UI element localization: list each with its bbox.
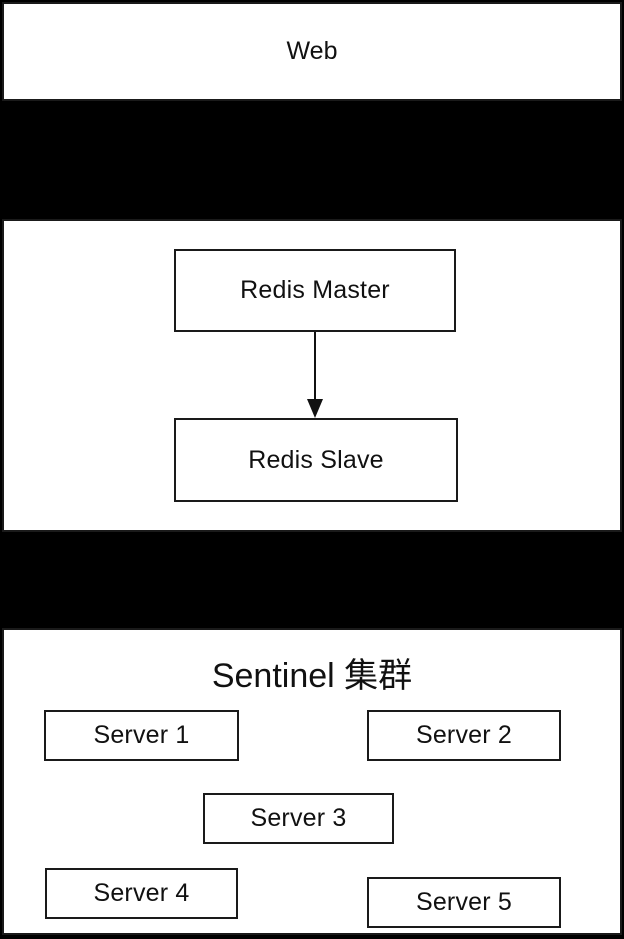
sentinel-cluster-panel: Sentinel 集群 Server 1 Server 2 Server 3 S… bbox=[2, 628, 622, 935]
sentinel-server-2-label: Server 2 bbox=[415, 721, 513, 749]
sentinel-server-5-label: Server 5 bbox=[415, 888, 513, 916]
redis-slave-node: Redis Slave bbox=[174, 418, 458, 502]
sentinel-server-3-label: Server 3 bbox=[250, 804, 347, 832]
sentinel-server-1-label: Server 1 bbox=[93, 721, 190, 749]
master-to-slave-arrow-head bbox=[307, 399, 323, 418]
redis-master-label: Redis Master bbox=[240, 276, 390, 304]
master-to-slave-arrow-line bbox=[314, 332, 316, 400]
sentinel-server-4-node: Server 4 bbox=[45, 868, 238, 919]
sentinel-server-3-node: Server 3 bbox=[203, 793, 394, 844]
web-tier-label: Web bbox=[286, 37, 338, 65]
sentinel-server-4-label: Server 4 bbox=[93, 879, 190, 907]
sentinel-server-1-node: Server 1 bbox=[44, 710, 239, 761]
sentinel-server-5-node: Server 5 bbox=[367, 877, 561, 928]
redis-slave-label: Redis Slave bbox=[248, 445, 384, 474]
redis-master-node: Redis Master bbox=[174, 249, 456, 332]
redis-tier-panel: Redis Master Redis Slave bbox=[2, 219, 622, 532]
web-tier-panel: Web bbox=[2, 2, 622, 101]
sentinel-cluster-title: Sentinel 集群 bbox=[211, 657, 413, 695]
sentinel-server-2-node: Server 2 bbox=[367, 710, 561, 761]
